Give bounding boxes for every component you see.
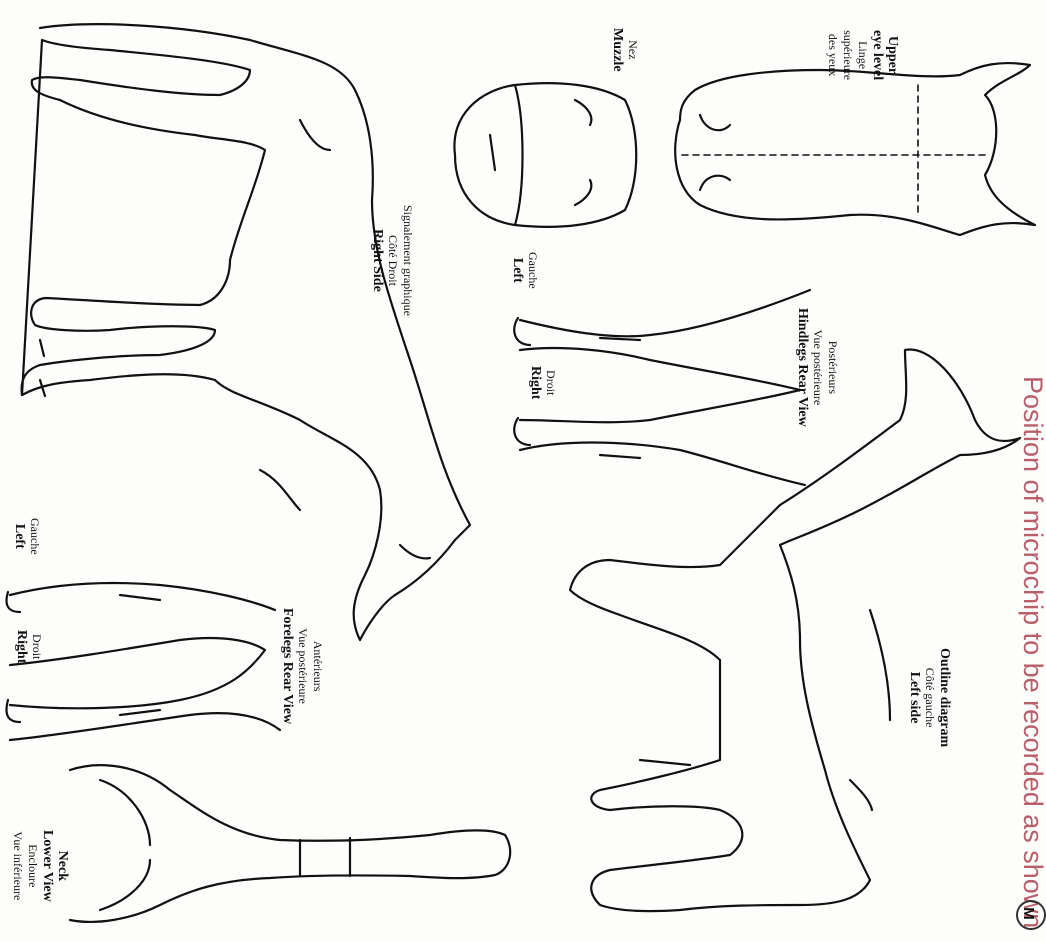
right-side-label: Signalement graphique Côté Droit Right S… bbox=[370, 205, 415, 316]
left-side-label-fr: Côté gauche bbox=[922, 648, 937, 747]
left-side-label-en1: Outline diagram bbox=[937, 648, 952, 747]
right-side-label-en: Right Side bbox=[370, 205, 385, 316]
neck-lower-view-drawing bbox=[70, 765, 510, 922]
hindlegs-right-fr: Droit bbox=[543, 366, 558, 399]
head-label-line4: supérieure bbox=[840, 30, 855, 80]
hindlegs-label-fr2: Vue postérieure bbox=[810, 308, 825, 427]
left-side-label: Outline diagram Côté gauche Left side bbox=[907, 648, 952, 747]
hindlegs-right-en: Right bbox=[528, 366, 543, 399]
head-label: Upper eye level Linge supérieure des yeu… bbox=[825, 30, 900, 80]
neck-label-fr1: Encloure bbox=[25, 830, 40, 902]
left-side-label-en2: Left side bbox=[907, 648, 922, 747]
forelegs-left-en: Left bbox=[12, 518, 27, 555]
hindlegs-label-fr1: Postérieurs bbox=[825, 308, 840, 427]
neck-label-en1: Neck bbox=[55, 830, 70, 902]
forelegs-label-fr1: Antérieurs bbox=[310, 608, 325, 724]
hindlegs-rear-view-drawing bbox=[514, 290, 810, 485]
forelegs-right-label: Droit Right bbox=[14, 630, 44, 663]
forelegs-rear-view-drawing bbox=[7, 583, 281, 740]
forelegs-label-fr2: Vue postérieure bbox=[295, 608, 310, 724]
muzzle-label: Nez Muzzle bbox=[610, 28, 640, 72]
head-label-line5: des yeux bbox=[825, 30, 840, 80]
section-badge: M bbox=[1016, 900, 1046, 930]
hindlegs-left-label: Gauche Left bbox=[510, 252, 540, 289]
forelegs-right-en: Right bbox=[14, 630, 29, 663]
muzzle-label-fr: Nez bbox=[625, 28, 640, 72]
forelegs-left-fr: Gauche bbox=[27, 518, 42, 555]
page-title: Position of microchip to be recorded as … bbox=[1017, 376, 1046, 928]
hindlegs-left-fr: Gauche bbox=[525, 252, 540, 289]
right-side-label-fr2: Côté Droit bbox=[385, 205, 400, 316]
hindlegs-label: Postérieurs Vue postérieure Hindlegs Rea… bbox=[795, 308, 840, 427]
neck-label-fr2: Vue inférieure bbox=[10, 830, 25, 902]
head-label-line2: eye level bbox=[870, 30, 885, 80]
head-label-line1: Upper bbox=[885, 30, 900, 80]
neck-label-en2: Lower View bbox=[40, 830, 55, 902]
muzzle-view-drawing bbox=[454, 83, 636, 227]
head-top-view-drawing bbox=[675, 63, 1035, 235]
right-side-horse-drawing bbox=[22, 24, 470, 640]
forelegs-right-fr: Droit bbox=[29, 630, 44, 663]
section-badge-letter: M bbox=[1020, 907, 1037, 920]
neck-label: Neck Lower View Encloure Vue inférieure bbox=[10, 830, 70, 902]
head-label-line3: Linge bbox=[855, 30, 870, 80]
muzzle-label-en: Muzzle bbox=[610, 28, 625, 72]
hindlegs-label-en: Hindlegs Rear View bbox=[795, 308, 810, 427]
forelegs-label-en: Forelegs Rear View bbox=[280, 608, 295, 724]
left-side-horse-drawing bbox=[570, 350, 1020, 912]
right-side-label-fr1: Signalement graphique bbox=[400, 205, 415, 316]
hindlegs-left-en: Left bbox=[510, 252, 525, 289]
forelegs-label: Antérieurs Vue postérieure Forelegs Rear… bbox=[280, 608, 325, 724]
forelegs-left-label: Gauche Left bbox=[12, 518, 42, 555]
hindlegs-right-label: Droit Right bbox=[528, 366, 558, 399]
